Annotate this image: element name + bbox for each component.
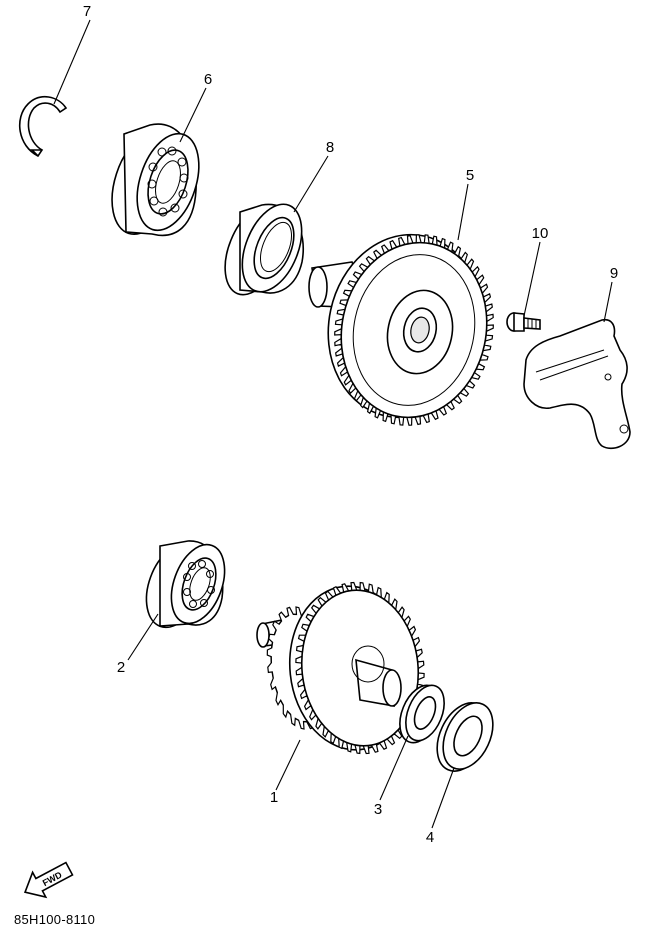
drawing-code: 85H100-8110 [14,912,96,927]
callout-10: 10 [532,225,549,242]
callout-6: 6 [204,71,212,88]
washer-part-3 [399,684,445,744]
bearing-part-6 [111,123,200,236]
callout-7: 7 [83,3,91,20]
callout-3: 3 [374,801,382,818]
bolt-part-10 [506,312,541,332]
washer-part-4 [436,702,494,772]
bearing-part-2 [145,540,226,629]
callout-8: 8 [326,139,334,156]
callout-1: 1 [270,789,278,806]
callout-9: 9 [610,265,618,282]
gear-part-1 [256,581,425,755]
callout-5: 5 [466,167,474,184]
callout-labels: 7 6 8 5 10 9 2 1 3 4 [83,3,618,846]
callout-4: 4 [426,829,434,846]
bracket-part-9 [523,318,631,450]
gear-part-5 [308,233,494,426]
bearing-balls [147,146,189,217]
oil-seal-part-8 [224,203,304,296]
leader-lines [53,19,613,829]
fwd-arrow-icon: FWD [23,861,74,899]
circlip-part-7 [19,96,68,158]
callout-2: 2 [117,659,125,676]
